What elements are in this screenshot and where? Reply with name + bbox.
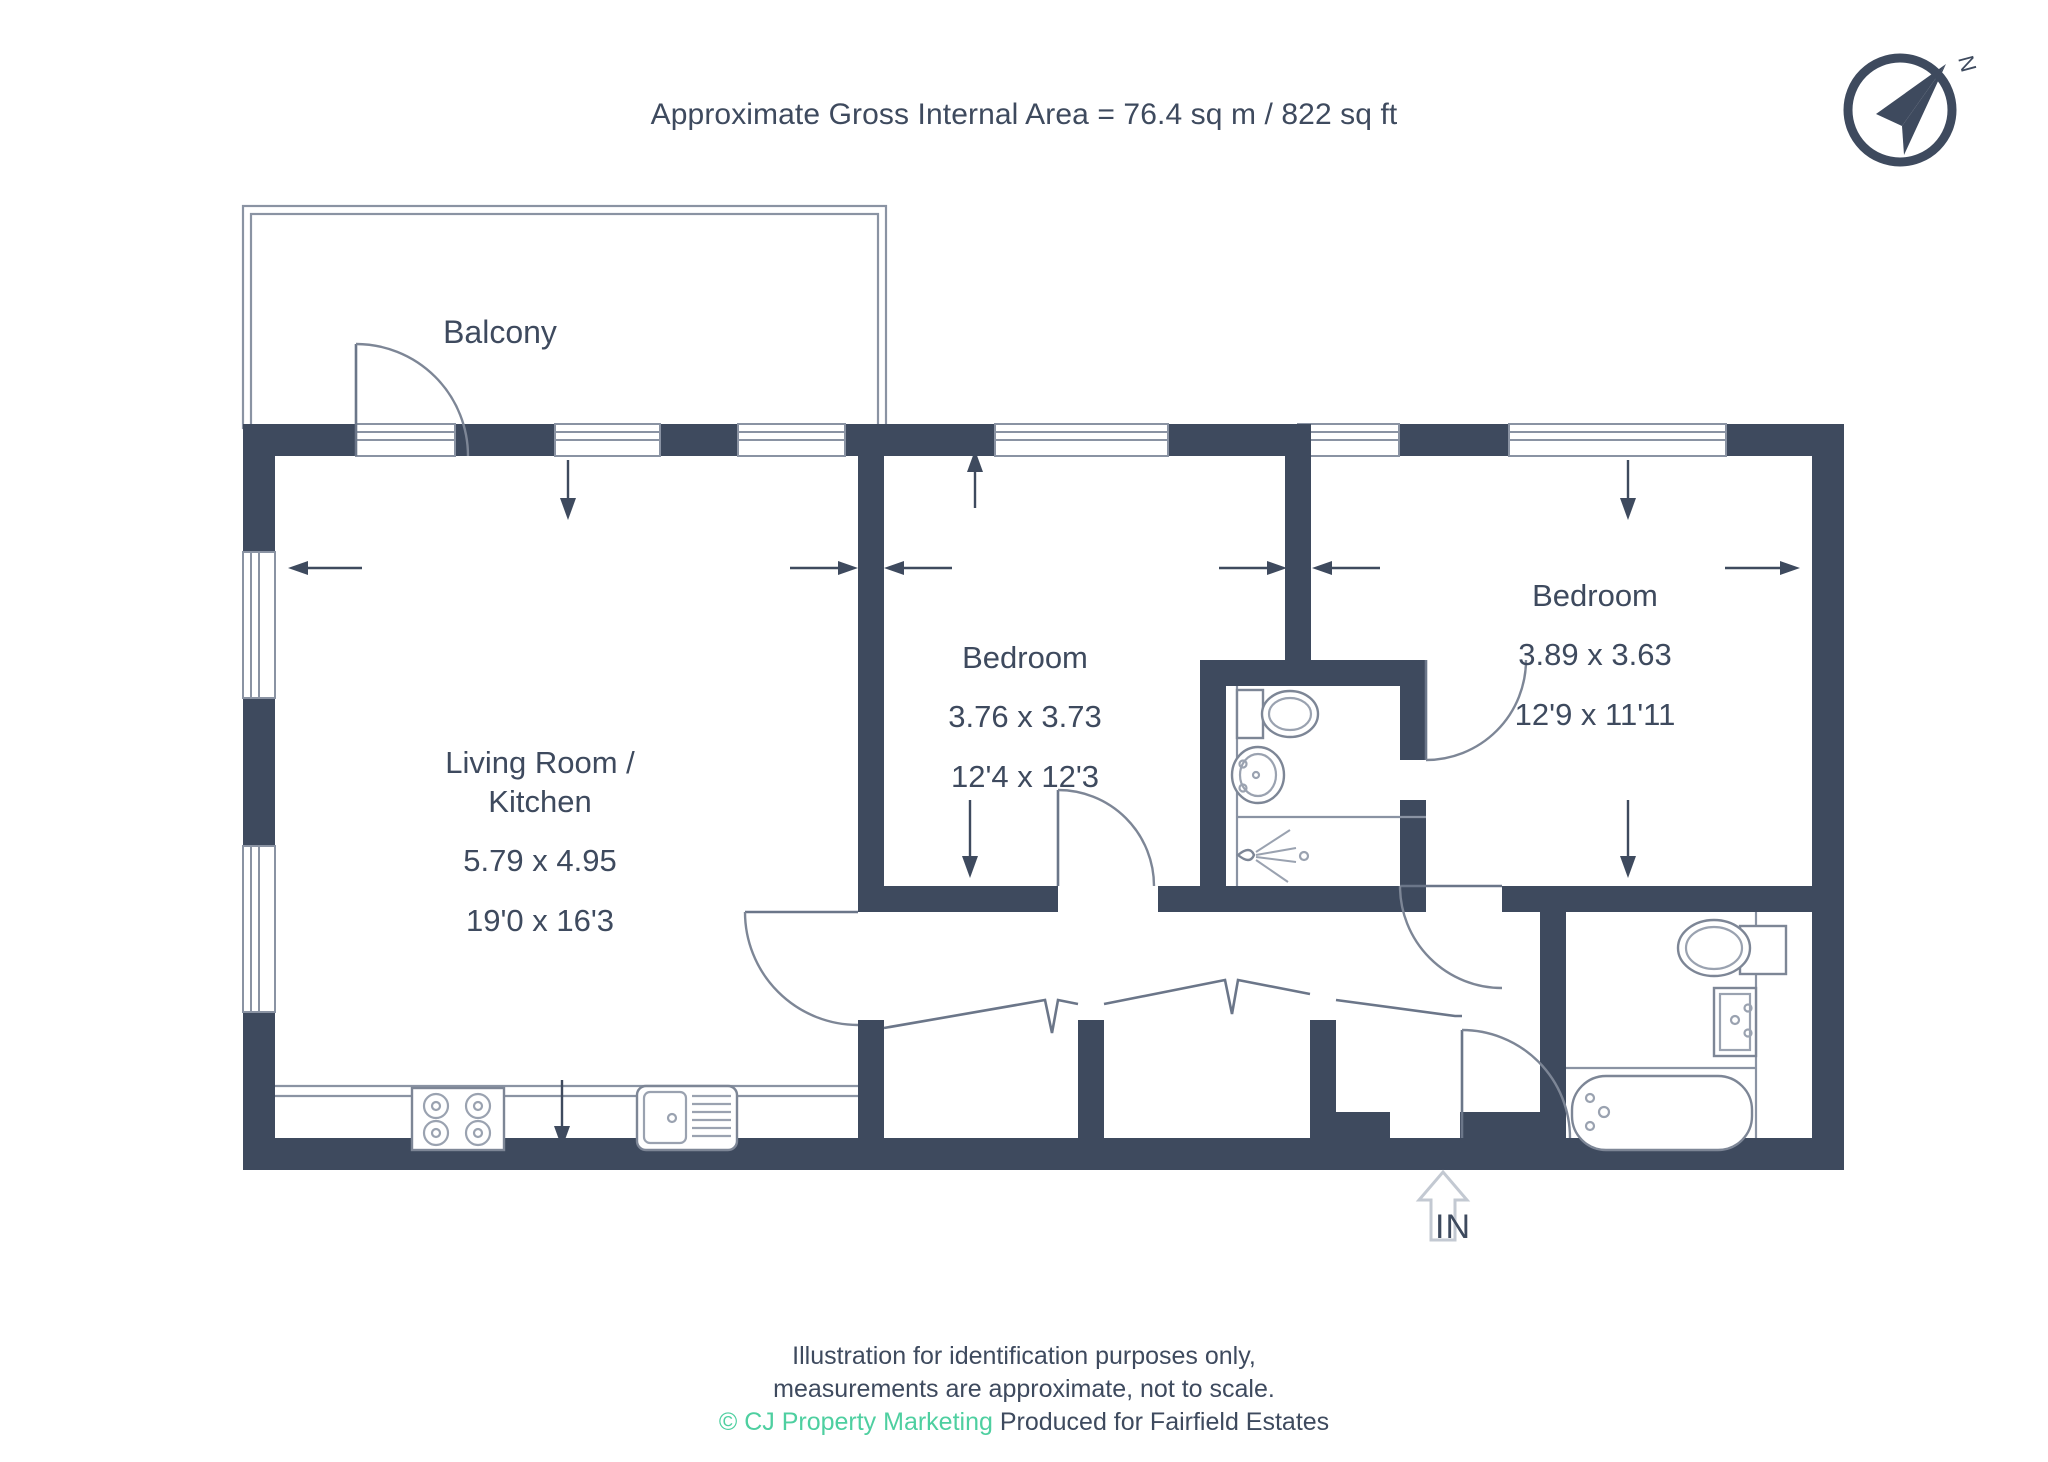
entrance-arrow-icon xyxy=(1415,1169,1471,1242)
interior-walls xyxy=(858,424,1844,1138)
kitchen-counter xyxy=(275,1084,858,1098)
page-title: Approximate Gross Internal Area = 76.4 s… xyxy=(650,98,1398,131)
footer-copyright: © CJ Property Marketing xyxy=(718,1408,993,1436)
dimension-arrows xyxy=(288,450,1800,1148)
shower-room-fixtures xyxy=(1230,686,1426,886)
footer-produced-for: Produced for Fairfield Estates xyxy=(999,1408,1330,1436)
bathroom-fixtures xyxy=(1566,912,1788,1152)
sink-icon xyxy=(635,1084,739,1152)
footer-disclaimer-line1: Illustration for identification purposes… xyxy=(792,1342,1256,1370)
hob-icon xyxy=(410,1086,506,1152)
compass-rose-icon: N xyxy=(1843,53,1981,167)
compass-north-letter: N xyxy=(1953,53,1981,75)
window-group-top xyxy=(355,423,1727,457)
wardrobe-symbols xyxy=(883,978,1462,1034)
door-swings xyxy=(354,342,1572,1139)
exterior-walls xyxy=(243,424,1844,1170)
footer-disclaimer-line2: measurements are approximate, not to sca… xyxy=(773,1375,1275,1403)
balcony-outline xyxy=(241,204,888,430)
window-group-left xyxy=(242,551,276,1013)
footer: Illustration for identification purposes… xyxy=(0,1340,2048,1439)
entrance-label: IN xyxy=(1435,1208,1471,1246)
